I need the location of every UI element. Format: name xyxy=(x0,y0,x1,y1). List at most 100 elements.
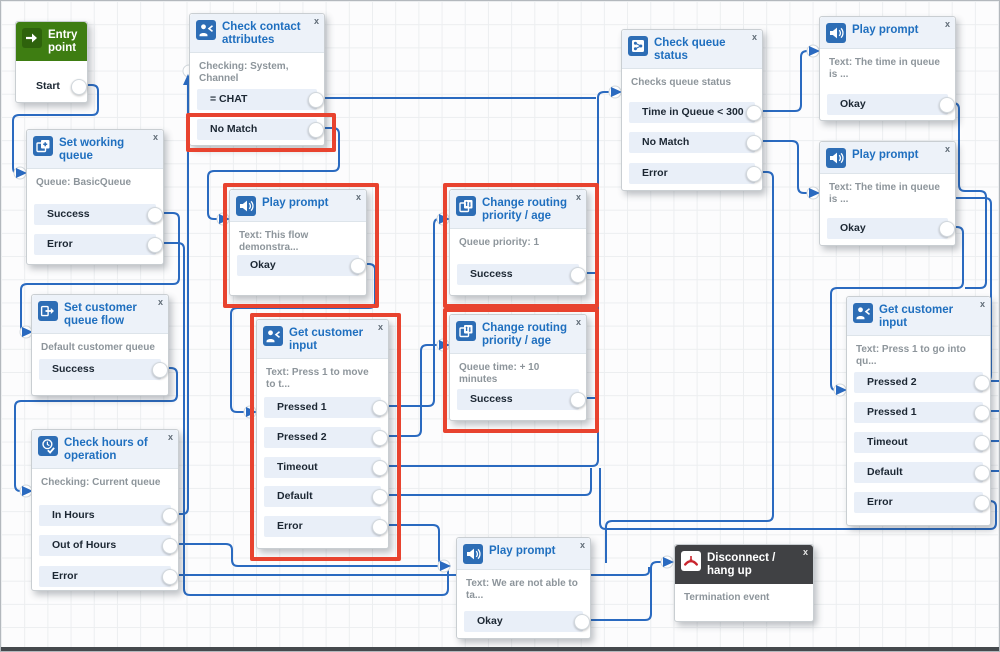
output-error[interactable]: Error xyxy=(39,565,178,587)
output-timeout[interactable]: Timeout xyxy=(854,431,990,453)
output-port[interactable] xyxy=(939,221,955,237)
output-port[interactable] xyxy=(162,508,178,524)
output-error[interactable]: Error xyxy=(34,233,163,255)
output-port[interactable] xyxy=(71,79,87,95)
output-no-match[interactable]: No Match xyxy=(197,118,324,140)
output-port[interactable] xyxy=(974,435,990,451)
close-icon[interactable]: x xyxy=(167,432,173,442)
node-header[interactable]: Disconnect / hang up xyxy=(675,545,813,584)
close-icon[interactable]: x xyxy=(575,192,581,202)
output-port[interactable] xyxy=(308,122,324,138)
output-port[interactable] xyxy=(152,362,168,378)
output--chat[interactable]: = CHAT xyxy=(197,88,324,110)
output-pressed-2[interactable]: Pressed 2 xyxy=(264,426,388,448)
output-pressed-1[interactable]: Pressed 1 xyxy=(264,396,388,418)
output-port[interactable] xyxy=(746,166,762,182)
output-time-in-queue-300[interactable]: Time in Queue < 300 xyxy=(629,101,762,123)
output-port[interactable] xyxy=(372,489,388,505)
node-header[interactable]: Get customer input xyxy=(257,320,388,359)
output-port[interactable] xyxy=(372,400,388,416)
output-success[interactable]: Success xyxy=(457,263,586,285)
node-header[interactable]: Play prompt xyxy=(820,17,955,49)
output-port[interactable] xyxy=(162,538,178,554)
output-error[interactable]: Error xyxy=(264,515,388,537)
close-icon[interactable]: x xyxy=(979,299,985,309)
close-icon[interactable]: x xyxy=(313,16,319,26)
output-no-match[interactable]: No Match xyxy=(629,131,762,153)
output-port[interactable] xyxy=(974,405,990,421)
output-error[interactable]: Error xyxy=(629,162,762,184)
node-header[interactable]: Change routing priority / age xyxy=(450,190,586,229)
output-port[interactable] xyxy=(939,97,955,113)
output-okay[interactable]: Okay xyxy=(464,610,590,632)
node-header[interactable]: Entry point xyxy=(16,22,87,61)
output-okay[interactable]: Okay xyxy=(237,254,366,276)
output-okay[interactable]: Okay xyxy=(827,93,955,115)
output-port[interactable] xyxy=(372,430,388,446)
output-success[interactable]: Success xyxy=(457,388,586,410)
output-port[interactable] xyxy=(147,207,163,223)
close-icon[interactable]: x xyxy=(355,192,361,202)
node-header[interactable]: Play prompt xyxy=(820,142,955,174)
output-port[interactable] xyxy=(574,614,590,630)
output-port[interactable] xyxy=(372,460,388,476)
node-header[interactable]: Set customer queue flow xyxy=(32,295,168,334)
close-icon[interactable]: x xyxy=(157,297,163,307)
close-icon[interactable]: x xyxy=(802,547,808,557)
output-out-of-hours[interactable]: Out of Hours xyxy=(39,534,178,556)
output-default[interactable]: Default xyxy=(264,485,388,507)
output-port[interactable] xyxy=(746,135,762,151)
output-port[interactable] xyxy=(974,465,990,481)
close-icon[interactable]: x xyxy=(579,540,585,550)
node-header[interactable]: Set working queue xyxy=(27,130,163,169)
node-header[interactable]: Check queue status xyxy=(622,30,762,69)
output-port[interactable] xyxy=(974,495,990,511)
output-port[interactable] xyxy=(147,237,163,253)
output-port[interactable] xyxy=(570,267,586,283)
output-success[interactable]: Success xyxy=(34,203,163,225)
output-pressed-2[interactable]: Pressed 2 xyxy=(854,371,990,393)
output-port[interactable] xyxy=(372,519,388,535)
node-header[interactable]: Check contact attributes xyxy=(190,14,324,53)
output-success[interactable]: Success xyxy=(39,358,168,380)
close-icon[interactable]: x xyxy=(751,32,757,42)
output-port[interactable] xyxy=(308,92,324,108)
close-icon[interactable]: x xyxy=(152,132,158,142)
output-port[interactable] xyxy=(746,105,762,121)
close-icon[interactable]: x xyxy=(377,322,383,332)
node-header[interactable]: Check hours of operation xyxy=(32,430,178,469)
output-port[interactable] xyxy=(162,569,178,585)
output-port[interactable] xyxy=(974,375,990,391)
node-header[interactable]: Change routing priority / age xyxy=(450,315,586,354)
close-icon[interactable]: x xyxy=(944,144,950,154)
node-header[interactable]: Get customer input xyxy=(847,297,990,336)
output-port[interactable] xyxy=(350,258,366,274)
node-header[interactable]: Play prompt xyxy=(457,538,590,570)
output-okay[interactable]: Okay xyxy=(827,217,955,239)
output-default[interactable]: Default xyxy=(854,461,990,483)
close-icon[interactable]: x xyxy=(575,317,581,327)
output-in-hours[interactable]: In Hours xyxy=(39,504,178,526)
output-port[interactable] xyxy=(570,392,586,408)
output-pressed-1[interactable]: Pressed 1 xyxy=(854,401,990,423)
output-start[interactable]: Start xyxy=(23,76,87,97)
node-header[interactable]: Play prompt xyxy=(230,190,366,222)
output-timeout[interactable]: Timeout xyxy=(264,456,388,478)
close-icon[interactable]: x xyxy=(944,19,950,29)
output-error[interactable]: Error xyxy=(854,491,990,513)
